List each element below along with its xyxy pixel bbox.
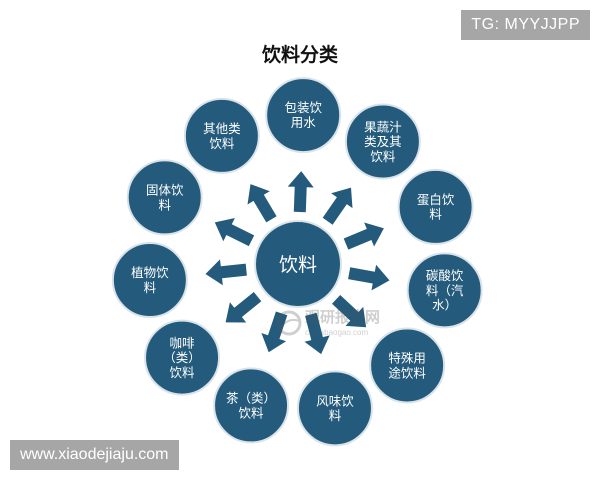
category-node-7: 咖啡（类）饮料: [144, 319, 221, 396]
category-circle-9: [126, 159, 203, 236]
category-node-0: 包装饮用水: [265, 77, 342, 154]
category-node-3: 碳酸饮料（汽水）: [406, 252, 483, 329]
category-label-10: 其他类饮料: [203, 121, 241, 151]
category-label-1: 果蔬汁类及其饮料: [364, 119, 402, 164]
category-circle-5: [296, 370, 373, 447]
arrow-6: [261, 311, 288, 353]
category-label-6: 茶（类）饮料: [226, 391, 276, 421]
category-circle-10: [183, 97, 260, 174]
arrow-3: [348, 264, 390, 291]
arrow-7: [225, 292, 262, 323]
center-node: 饮料: [254, 220, 342, 308]
diagram-title: 饮料分类: [261, 44, 338, 66]
center-label: 饮料: [279, 254, 317, 276]
arrow-10: [247, 184, 277, 223]
category-circle-8: [111, 242, 188, 319]
category-node-9: 固体饮料: [126, 159, 203, 236]
category-label-7: 咖啡（类）饮料: [163, 335, 201, 380]
arrow-8: [205, 259, 247, 286]
arrows-layer: [205, 171, 390, 355]
arrow-4: [332, 295, 367, 328]
arrow-9: [214, 218, 255, 247]
watermark-url: www.xiaodejiaju.com: [10, 440, 179, 470]
category-circle-0: [265, 77, 342, 154]
arrow-2: [343, 222, 384, 250]
arrow-0: [287, 171, 314, 213]
nodes-layer: 包装饮用水果蔬汁类及其饮料蛋白饮料碳酸饮料（汽水） 特殊用途饮料风味饮料 茶（类）饮…: [111, 77, 483, 447]
category-label-4: 特殊用途饮料: [388, 351, 426, 381]
category-node-2: 蛋白饮料: [397, 168, 474, 245]
arrow-5: [304, 312, 330, 355]
category-node-6: 茶（类）饮料: [213, 367, 290, 444]
category-label-3: 碳酸饮料（汽水）: [426, 268, 464, 313]
category-label-8: 植物饮料: [131, 265, 169, 295]
category-node-10: 其他类饮料: [183, 97, 260, 174]
arrow-1: [322, 187, 353, 225]
category-circle-3: [406, 252, 483, 329]
category-node-5: 风味饮料: [296, 370, 373, 447]
watermark-logo: 观研报告网 chinabaogao.com: [276, 308, 380, 337]
tg-tag: TG: MYYJJPP: [461, 10, 590, 40]
watermark-en: chinabaogao.com: [305, 328, 368, 337]
category-node-4: 特殊用途饮料: [369, 327, 446, 404]
category-circle-4: [369, 327, 446, 404]
category-label-2: 蛋白饮料: [417, 192, 455, 222]
center-circle: [254, 220, 342, 308]
category-label-0: 包装饮用水: [284, 100, 322, 130]
watermark-cn: 观研报告网: [305, 308, 380, 326]
category-circle-6: [213, 367, 290, 444]
category-circle-2: [397, 168, 474, 245]
category-label-9: 固体饮料: [146, 183, 184, 213]
category-circle-7: [144, 319, 221, 396]
category-label-5: 风味饮料: [316, 393, 354, 423]
category-node-1: 果蔬汁类及其饮料: [344, 103, 421, 180]
category-circle-1: [344, 103, 421, 180]
category-node-8: 植物饮料: [111, 242, 188, 319]
